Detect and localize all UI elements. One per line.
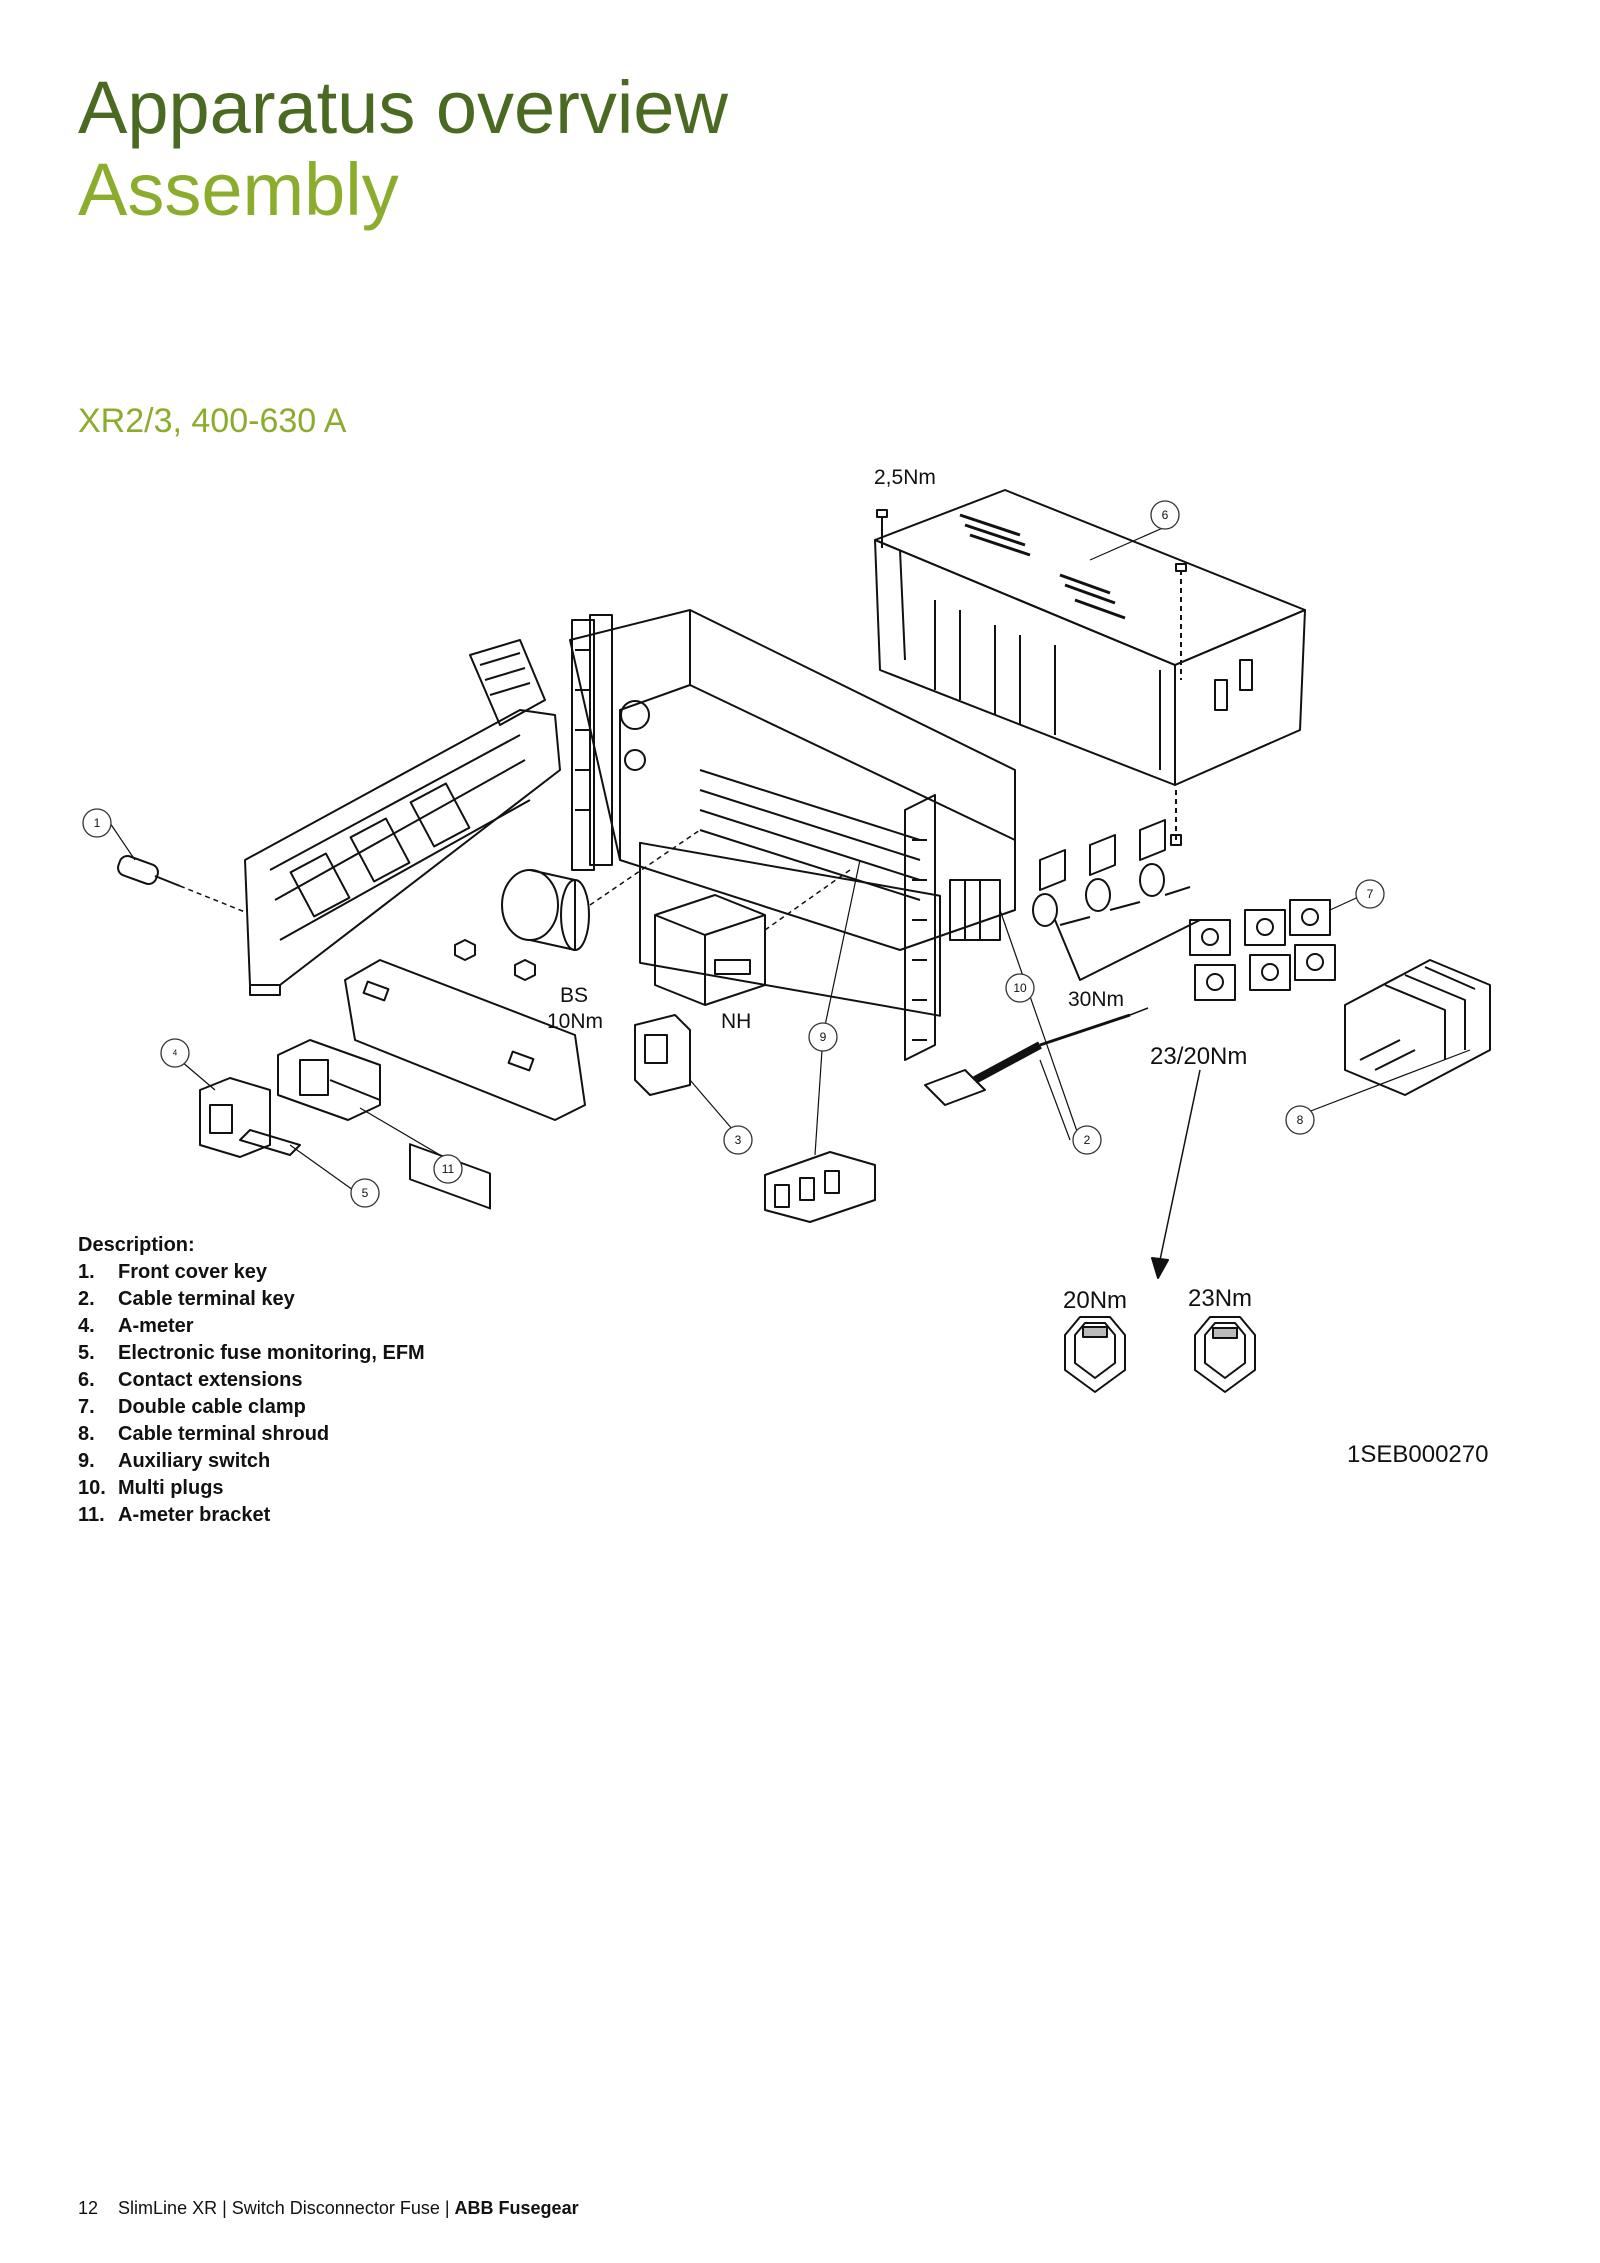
callout-5-label: 5 xyxy=(362,1186,369,1200)
list-item: 11. A-meter bracket xyxy=(78,1502,425,1529)
description-list: Description: 1. Front cover key 2. Cable t… xyxy=(78,1232,425,1529)
callout-3 xyxy=(723,1125,753,1155)
item-text: Contact extensions xyxy=(118,1369,303,1391)
item-number: 2. xyxy=(78,1288,95,1310)
auxiliary-contact-part xyxy=(764,1151,876,1223)
callout-7-label: 7 xyxy=(1367,887,1374,901)
list-item: 6. Contact extensions xyxy=(78,1367,425,1394)
torque-label-20nm: 20Nm xyxy=(1063,1287,1127,1314)
callout-10-label: 10 xyxy=(1013,981,1027,995)
list-item: 2. Cable terminal key xyxy=(78,1286,425,1313)
list-item: 8. Cable terminal shroud xyxy=(78,1421,425,1448)
callout-9-label: 9 xyxy=(820,1030,827,1044)
torque-label-clamp: 30Nm xyxy=(1068,988,1124,1011)
callout-2-label: 2 xyxy=(1084,1133,1091,1147)
a-meter-bracket-part xyxy=(277,1039,381,1121)
item-text: A-meter xyxy=(118,1315,194,1337)
item-text: Electronic fuse monitoring, EFM xyxy=(118,1342,425,1364)
callout-7 xyxy=(1355,879,1385,909)
page-number: 12 xyxy=(78,2198,99,2218)
page-title-line1: Apparatus overview xyxy=(78,66,728,149)
front-cover-part xyxy=(244,639,561,996)
item-text: Multi plugs xyxy=(118,1477,224,1499)
footer-product: SlimLine XR | Switch Disconnector Fuse | xyxy=(118,2198,450,2218)
nh-fuse-part xyxy=(654,869,851,1006)
page-footer: 12 SlimLine XR | Switch Disconnector Fus… xyxy=(78,2198,579,2219)
list-item: 7. Double cable clamp xyxy=(78,1394,425,1421)
page-title-line2: Assembly xyxy=(78,148,399,231)
item-text: Auxiliary switch xyxy=(118,1450,271,1472)
list-item: 5. Electronic fuse monitoring, EFM xyxy=(78,1340,425,1367)
torque-label-screw: 2,5Nm xyxy=(874,466,936,489)
item-text: Double cable clamp xyxy=(118,1396,306,1418)
mounting-rail-part xyxy=(904,794,936,1061)
torque-label-bs: 10Nm xyxy=(547,1010,603,1033)
list-item: 1. Front cover key xyxy=(78,1259,425,1286)
callout-4 xyxy=(160,1038,190,1068)
torque-label-terminal: 23/20Nm xyxy=(1150,1043,1247,1070)
callout-1-label: 1 xyxy=(94,816,101,830)
lug-detail-23nm xyxy=(1194,1316,1256,1393)
cable-terminal-key-part xyxy=(924,1007,1149,1106)
callout-6-label: 6 xyxy=(1162,508,1169,522)
callout-9 xyxy=(808,1022,838,1052)
fuse-type-bs: BS xyxy=(560,984,588,1007)
list-item: 9. Auxiliary switch xyxy=(78,1448,425,1475)
item-number: 10. xyxy=(78,1477,106,1499)
item-number: 1. xyxy=(78,1261,95,1283)
model-subtitle: XR2/3, 400-630 A xyxy=(78,402,347,440)
torque-label-23nm: 23Nm xyxy=(1188,1285,1252,1312)
fuse-type-nh: NH xyxy=(721,1010,751,1033)
item-number: 9. xyxy=(78,1450,95,1472)
item-number: 7. xyxy=(78,1396,95,1418)
double-cable-clamp-part xyxy=(1189,899,1336,1001)
cable-terminal-shroud-part xyxy=(1344,959,1491,1096)
item-text: Cable terminal key xyxy=(118,1288,295,1310)
item-number: 6. xyxy=(78,1369,95,1391)
cable-lugs-part xyxy=(1032,819,1201,981)
callout-1 xyxy=(82,808,112,838)
a-meter-part xyxy=(199,1077,301,1158)
footer-brand: ABB Fusegear xyxy=(454,2198,579,2218)
exploded-assembly-drawing: 1 6 7 10 9 4 8 3 2 11 5 2,5Nm BS 10Nm NH… xyxy=(82,466,1491,1393)
auxiliary-switch-part xyxy=(634,1014,691,1096)
item-text: A-meter bracket xyxy=(118,1504,271,1526)
document-reference: 1SEB000270 xyxy=(1347,1441,1489,1468)
callout-2 xyxy=(1072,1125,1102,1155)
bs-fuse-part xyxy=(454,829,701,981)
callout-5 xyxy=(350,1178,380,1208)
item-number: 11. xyxy=(78,1504,105,1526)
callout-4-label: 4 xyxy=(173,1049,178,1058)
item-number: 5. xyxy=(78,1342,95,1364)
item-number: 8. xyxy=(78,1423,95,1445)
list-item: 10. Multi plugs xyxy=(78,1475,425,1502)
switch-body-part xyxy=(569,609,1016,1017)
callout-8-label: 8 xyxy=(1297,1113,1304,1127)
item-text: Front cover key xyxy=(118,1261,267,1283)
description-heading: Description: xyxy=(78,1234,195,1256)
callout-8 xyxy=(1285,1105,1315,1135)
callout-6 xyxy=(1150,500,1180,530)
item-text: Cable terminal shroud xyxy=(118,1423,330,1445)
contact-extensions-part xyxy=(874,489,1306,786)
item-number: 4. xyxy=(78,1315,95,1337)
callout-10 xyxy=(1005,973,1035,1003)
lug-detail-20nm xyxy=(1064,1316,1126,1393)
front-cover-key-part xyxy=(117,855,246,913)
list-item: 4. A-meter xyxy=(78,1313,425,1340)
callout-11 xyxy=(433,1154,463,1184)
callout-11-label: 11 xyxy=(442,1162,455,1176)
callout-3-label: 3 xyxy=(735,1133,742,1147)
